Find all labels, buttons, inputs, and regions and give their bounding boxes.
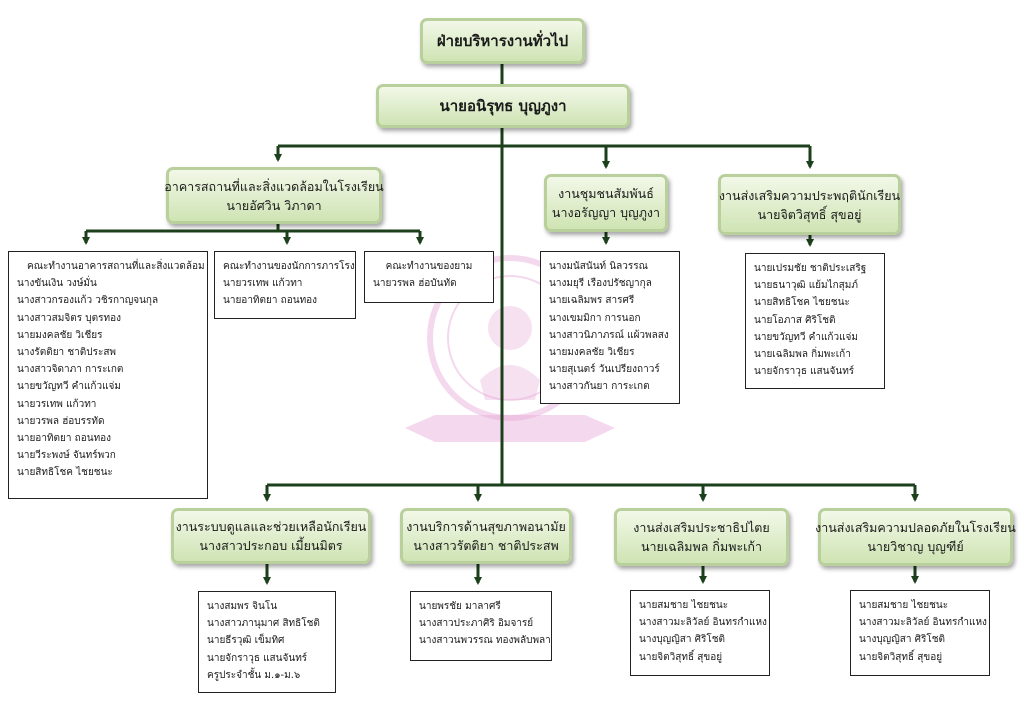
unit-person: นายวิชาญ บุญฑีย์ (867, 539, 964, 554)
list-item: นางสาวนพวรรณ ทองพลับพลา (419, 635, 551, 647)
unit-person: นางสาวประกอบ เมี้ยนมิตร (199, 538, 343, 553)
department-title: ฝ่ายบริหารงานทั่วไป (436, 31, 569, 50)
list-item: นายมงคลชัย วิเชียร (549, 347, 635, 359)
unit-title: งานส่งเสริมความประพฤตินักเรียน (718, 187, 901, 203)
unit-title: อาคารสถานที่และสิ่งแวดล้อมในโรงเรียน (164, 178, 384, 194)
list-item: นางสาวสมจิตร บุตรทอง (17, 312, 121, 324)
student-care-team-list: นางสมพร จินโน นางสาวภานุมาศ สิทธิโชติ นา… (198, 591, 336, 693)
list-item: นางสาวมะลิวัลย์ อินทรกำแหง (639, 617, 767, 629)
list-item: นางสาวนิภาภรณ์ แผ้วพลสง (549, 329, 669, 341)
unit-title: งานชุมชนสัมพันธ์ (558, 186, 654, 201)
list-item: นายเฉลิมพร สารศรี (549, 295, 635, 307)
list-item: นายอาทิตยา ถอนทอง (223, 295, 318, 307)
health-team-list: นายพรชัย มาลาศรี นางสาวประภาศิริ อิมจารย… (410, 591, 552, 661)
unit-title: งานบริการด้านสุขภาพอนามัย (406, 519, 566, 534)
janitor-team-list: คณะทำงานของนักการภารโรง นายวรเทพ แก้วทา … (214, 251, 356, 319)
list-item: นางสมพร จินโน (207, 601, 278, 612)
community-team-list: นางมนัสนันท์ นิลวรรณ นางมยุรี เรืองปรัชญ… (540, 251, 680, 404)
list-item: นางรัตติยา ชาติประสพ (17, 347, 117, 359)
list-item: นายจิตวิสุทธิ์ สุขอยู่ (639, 651, 723, 663)
list-item: นางสาวมะลิวัลย์ อินทรกำแหง (859, 617, 987, 629)
list-header: คณะทำงานอาคารสถานที่และสิ่งแวดล้อม (27, 261, 205, 272)
list-item: นายธนาวุฒิ แย้มไกสุมภ์ (754, 280, 858, 292)
list-item: นายพรชัย มาลาศรี (419, 601, 501, 612)
list-item: นางสาวภานุมาศ สิทธิโชติ (207, 618, 320, 630)
unit-person: นายอัศวิน วิภาดา (226, 197, 322, 213)
unit-person: นางอรัญญา บุญภูงา (551, 205, 661, 220)
behavior-team-list: นายเปรมชัย ชาติประเสริฐ นายธนาวุฒิ แย้มไ… (745, 253, 885, 389)
list-item: ครูประจำชั้น ม.๑-ม.๖ (207, 669, 301, 681)
list-item: นายขวัญทวี คำแก้วแจ่ม (17, 381, 121, 393)
facilities-team-list: คณะทำงานอาคารสถานที่และสิ่งแวดล้อม นางขั… (8, 251, 208, 499)
list-header: คณะทำงานของนักการภารโรง (223, 261, 355, 272)
unit-person: นายเฉลิมพล กิ่มพะเก้า (640, 539, 763, 554)
list-item: นางสาวกันยา การะเกต (549, 381, 650, 393)
list-item: นายสมชาย ไชยชนะ (639, 600, 729, 611)
list-item: นางบุญญิสา ศิริโชติ (639, 634, 725, 646)
list-item: นายวรเทพ แก้วทา (223, 278, 303, 290)
list-item: นายอาทิตยา ถอนทอง (17, 433, 112, 445)
list-item: นายเฉลิมพล กิ่มพะเก้า (754, 349, 851, 361)
list-item: นายสิทธิโชค ไชยชนะ (754, 297, 850, 309)
list-item: นายมงคลชัย วิเชียร (17, 329, 103, 341)
list-header: คณะทำงานของยาม (385, 261, 473, 272)
list-item: นายสุเนตร์ วันเปรียงถาวร์ (549, 364, 660, 376)
list-item: นางบุญญิสา ศิริโชติ (859, 634, 945, 646)
list-item: นายจักราวุธ แสนจันทร์ (207, 652, 308, 664)
list-item: นายเปรมชัย ชาติประเสริฐ (754, 263, 867, 274)
list-item: นายวรพล ฮ่อบันทัด (373, 278, 457, 290)
list-item: นางเขมมิกา การนอก (549, 312, 641, 324)
unit-safety-box: งานส่งเสริมความปลอดภัยในโรงเรียน นายวิชา… (815, 508, 1016, 566)
unit-student-care-box: งานระบบดูแลและช่วยเหลือนักเรียน นางสาวปร… (171, 508, 371, 564)
unit-community-box: งานชุมชนสัมพันธ์ นางอรัญญา บุญภูงา (544, 174, 668, 232)
unit-title: งานส่งเสริมประชาธิปไตย (633, 520, 770, 535)
school-seal-watermark (405, 255, 615, 442)
list-item: นางสาวประภาศิริ อิมจารย์ (419, 618, 534, 630)
list-item: นางสาวจิดาภา การะเกต (17, 364, 124, 376)
unit-person: นางสาวรัตติยา ชาติประสพ (413, 538, 559, 553)
list-item: นายจิตวิสุทธิ์ สุขอยู่ (859, 651, 943, 663)
list-item: นางมยุรี เรืองปรัชญากุล (549, 278, 652, 290)
unit-person: นายจิตวิสุทธิ์ สุขอยู่ (757, 206, 862, 222)
department-head: นายอนิรุทธ บุญภูงา (439, 96, 567, 115)
department-head-box: นายอนิรุทธ บุญภูงา (376, 84, 630, 128)
list-item: นายธีรวุฒิ เข็มทิศ (207, 635, 285, 647)
unit-health-box: งานบริการด้านสุขภาพอนามัย นางสาวรัตติยา … (400, 508, 572, 564)
list-item: นายจักราวุธ แสนจันทร์ (754, 366, 855, 378)
list-item: นายวรเทพ แก้วทา (17, 398, 97, 410)
unit-behavior-box: งานส่งเสริมความประพฤตินักเรียน นายจิตวิส… (718, 174, 901, 235)
list-item: นายโอภาส ศิริโชติ (754, 314, 836, 326)
guard-team-list: คณะทำงานของยาม นายวรพล ฮ่อบันทัด (364, 251, 494, 303)
list-item: นายสิทธิโชค ไชยชนะ (17, 467, 113, 479)
list-item: นางมนัสนันท์ นิลวรรณ (549, 261, 648, 272)
unit-democracy-box: งานส่งเสริมประชาธิปไตย นายเฉลิมพล กิ่มพะ… (614, 508, 789, 566)
list-item: นายสมชาย ไชยชนะ (859, 600, 949, 611)
department-title-box: ฝ่ายบริหารงานทั่วไป (420, 18, 585, 64)
unit-facilities-box: อาคารสถานที่และสิ่งแวดล้อมในโรงเรียน นาย… (164, 167, 384, 224)
safety-team-list: นายสมชาย ไชยชนะ นางสาวมะลิวัลย์ อินทรกำแ… (850, 590, 990, 676)
unit-title: งานระบบดูแลและช่วยเหลือนักเรียน (175, 519, 367, 534)
list-item: นางขันเงิน วงษ์มั่น (17, 278, 97, 290)
list-item: นางสาวกรองแก้ว วชิรกาญจนกุล (17, 295, 159, 307)
unit-title: งานส่งเสริมความปลอดภัยในโรงเรียน (815, 520, 1016, 535)
list-item: นายวรพล ฮ่อบรรทัด (17, 415, 105, 427)
democracy-team-list: นายสมชาย ไชยชนะ นางสาวมะลิวัลย์ อินทรกำแ… (630, 590, 770, 676)
list-item: นายขวัญทวี คำแก้วแจ่ม (754, 331, 858, 343)
list-item: นายวีระพงษ์ จันทร์พวก (17, 450, 116, 462)
